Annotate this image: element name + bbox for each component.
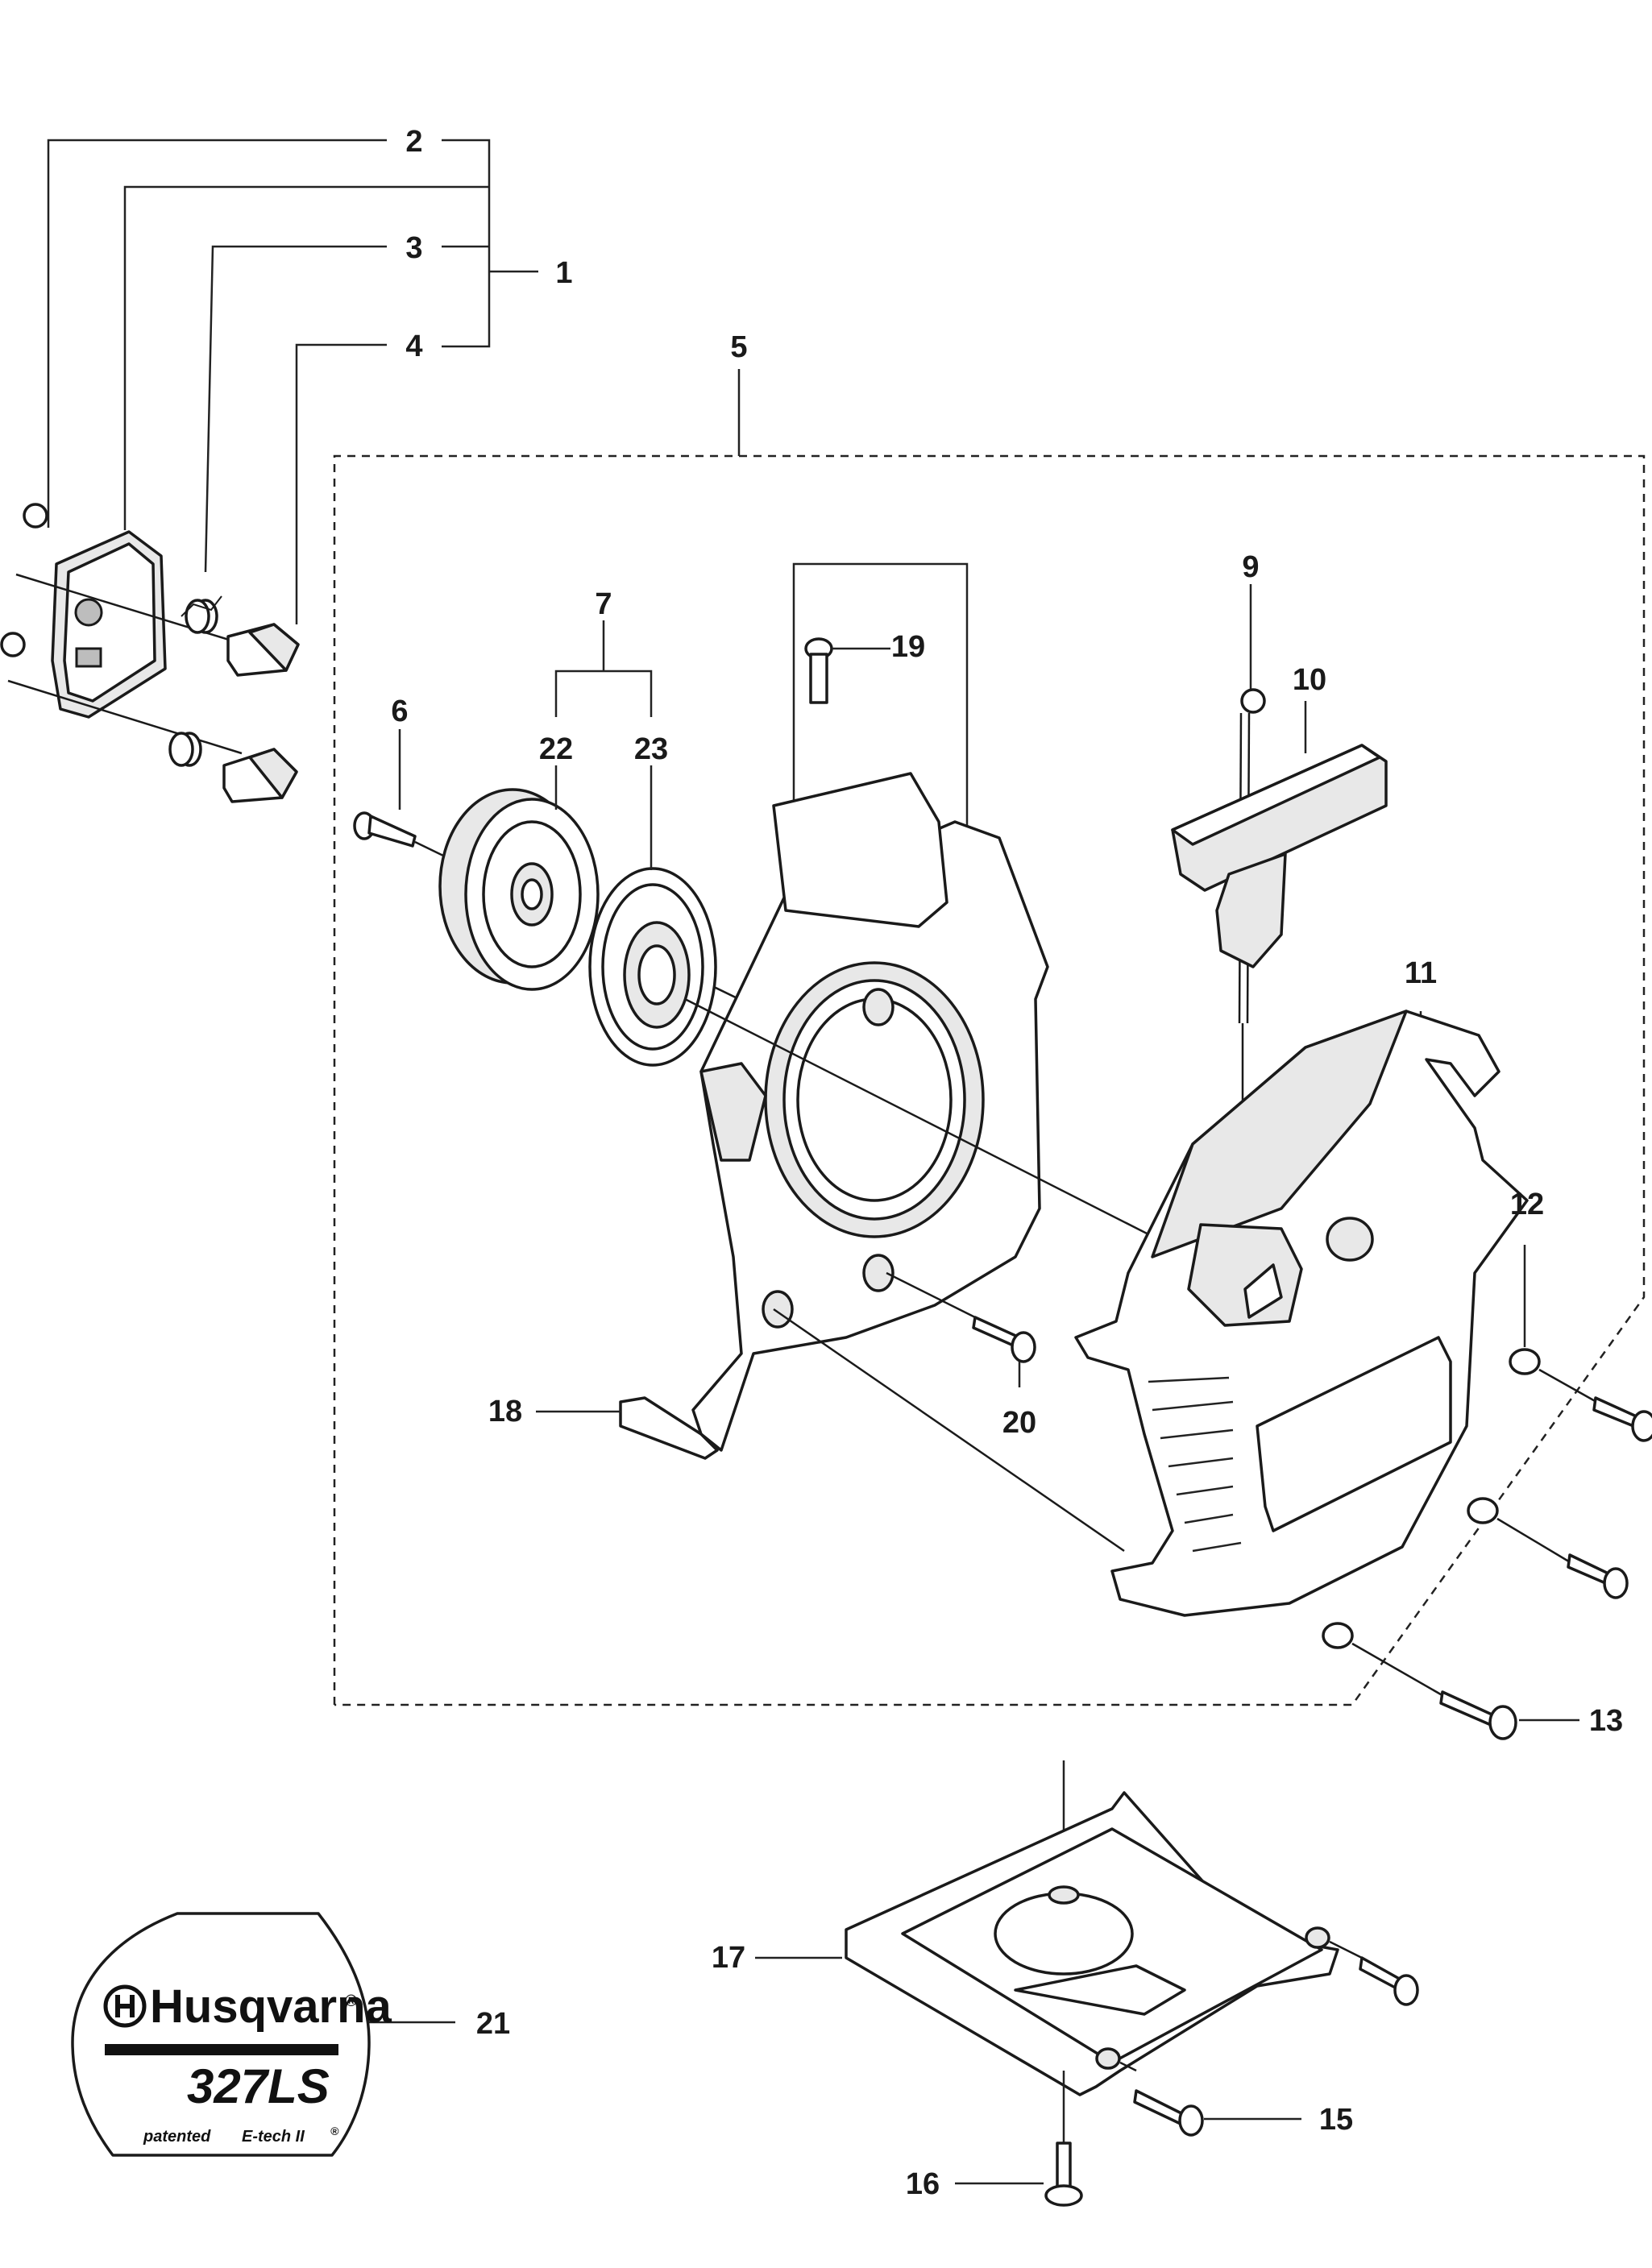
bushing-part-12 bbox=[1322, 1245, 1604, 1702]
decal-etech-registered: ® bbox=[330, 2125, 339, 2137]
bottom-plate-part-17 bbox=[755, 1760, 1363, 2096]
callout-7: 7 bbox=[595, 587, 612, 621]
callout-18: 18 bbox=[488, 1395, 522, 1428]
starter-housing-part-18 bbox=[536, 562, 1210, 1553]
decal-etech: E-tech II bbox=[242, 2128, 305, 2146]
callout-3: 3 bbox=[405, 231, 422, 265]
screw-part-19 bbox=[804, 637, 890, 704]
callout-22: 22 bbox=[539, 732, 573, 766]
screw-part-16 bbox=[955, 2071, 1083, 2207]
callout-12: 12 bbox=[1510, 1188, 1544, 1221]
callout-2: 2 bbox=[405, 125, 422, 159]
callout-16: 16 bbox=[906, 2167, 940, 2201]
starter-cover-part-11 bbox=[1074, 1010, 1529, 1617]
pulley-part-22 bbox=[438, 765, 600, 991]
callout-23: 23 bbox=[634, 732, 668, 766]
husqvarna-logo: Husqvarna ® bbox=[103, 1980, 392, 2033]
decal-part-21: Husqvarna ® 327LS patented E-tech II ® bbox=[71, 1912, 455, 2157]
decal-brand: Husqvarna bbox=[150, 1980, 392, 2033]
spring-part-3 bbox=[168, 595, 222, 767]
callout-6: 6 bbox=[391, 694, 408, 728]
callout-1: 1 bbox=[555, 256, 572, 290]
decal-brand-registered: ® bbox=[345, 1992, 357, 2010]
screw-part-13 bbox=[1439, 1396, 1652, 1740]
screw-part-15 bbox=[1133, 1956, 1419, 2137]
assembly-outline-5 bbox=[333, 369, 1646, 1706]
decal-model: 327LS bbox=[187, 2059, 330, 2113]
screw-part-20 bbox=[972, 1316, 1036, 1387]
decal-stripe bbox=[105, 2044, 338, 2055]
starter-handle-part-10 bbox=[1171, 701, 1388, 968]
decal-patented: patented bbox=[143, 2128, 211, 2146]
callout-10: 10 bbox=[1293, 663, 1326, 697]
callout-17: 17 bbox=[712, 1941, 745, 1975]
recoil-spring-part-23 bbox=[554, 620, 717, 1067]
callout-11: 11 bbox=[1405, 956, 1437, 990]
pawl-part-4 bbox=[222, 623, 300, 803]
callout-labels: 2 1 3 4 5 7 9 19 10 6 22 23 11 12 18 20 … bbox=[391, 125, 1623, 2201]
callout-20: 20 bbox=[1002, 1406, 1036, 1440]
callout-13: 13 bbox=[1589, 1704, 1623, 1738]
callout-15: 15 bbox=[1319, 2103, 1353, 2137]
callout-4: 4 bbox=[405, 330, 422, 363]
callout-5: 5 bbox=[730, 330, 747, 364]
retainer-cover-part-2 bbox=[0, 503, 259, 755]
callout-9: 9 bbox=[1242, 550, 1259, 584]
leader-group-1-4 bbox=[47, 139, 538, 624]
callout-19: 19 bbox=[891, 630, 925, 664]
callout-21: 21 bbox=[476, 2007, 510, 2041]
